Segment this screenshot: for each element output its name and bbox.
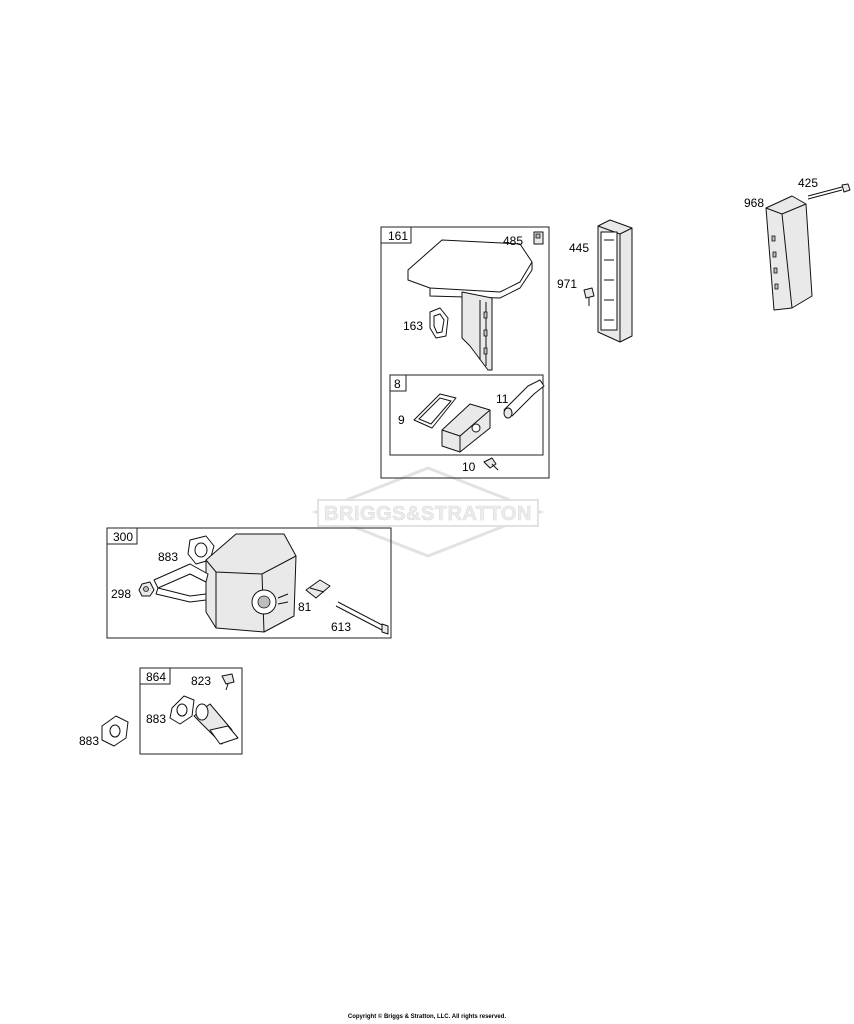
part-613-stud[interactable] bbox=[335, 601, 389, 635]
exhaust-manifold-part[interactable] bbox=[193, 703, 239, 745]
callout-163: 163 bbox=[403, 319, 423, 333]
group-864-frame bbox=[139, 667, 243, 755]
muffler-pipe-part[interactable] bbox=[153, 563, 209, 603]
part-81-spacer[interactable] bbox=[305, 579, 331, 599]
part-883-loose-gasket[interactable] bbox=[101, 715, 129, 747]
copyright-footer: Copyright © Briggs & Stratton, LLC. All … bbox=[347, 1014, 507, 1020]
part-823-screw[interactable] bbox=[221, 673, 235, 691]
group-8-frame bbox=[389, 374, 544, 456]
group-161-label: 161 bbox=[388, 229, 408, 243]
callout-81: 81 bbox=[298, 600, 312, 614]
group-300[interactable]: 300 883 298 81 bbox=[106, 527, 392, 639]
part-968-air-cleaner-cover[interactable] bbox=[765, 195, 813, 311]
callout-10: 10 bbox=[462, 460, 476, 474]
group-8-label: 8 bbox=[394, 377, 401, 391]
callout-445: 445 bbox=[569, 241, 589, 255]
group-300-frame bbox=[106, 527, 392, 639]
callout-485: 485 bbox=[503, 234, 523, 248]
callout-11: 11 bbox=[496, 392, 509, 406]
callout-425: 425 bbox=[798, 176, 818, 190]
group-161[interactable]: 161 485 163 bbox=[380, 226, 550, 479]
group-8-label-box bbox=[389, 374, 407, 392]
part-425-bolt[interactable] bbox=[807, 183, 851, 200]
group-864[interactable]: 864 823 883 bbox=[139, 667, 243, 755]
callout-883-muffler: 883 bbox=[158, 550, 178, 564]
callout-613: 613 bbox=[331, 620, 351, 634]
air-cleaner-base-part[interactable] bbox=[407, 239, 533, 371]
part-298-nut[interactable] bbox=[138, 581, 155, 597]
callout-9: 9 bbox=[398, 413, 405, 427]
part-445-air-filter[interactable] bbox=[597, 219, 633, 343]
callout-968: 968 bbox=[744, 196, 764, 210]
callout-823: 823 bbox=[191, 674, 211, 688]
group-161-label-box bbox=[380, 226, 412, 244]
part-883-manifold-gasket[interactable] bbox=[169, 695, 195, 725]
part-10-screw[interactable] bbox=[483, 457, 499, 471]
briggs-stratton-watermark: BRIGGS&STRATTON bbox=[311, 466, 545, 558]
group-8[interactable]: 8 9 11 10 bbox=[389, 374, 545, 474]
group-864-label: 864 bbox=[146, 670, 166, 684]
part-11-breather-tube[interactable] bbox=[503, 379, 545, 419]
callout-971: 971 bbox=[557, 277, 577, 291]
callout-298: 298 bbox=[111, 587, 131, 601]
part-9-breather-gasket[interactable] bbox=[413, 393, 457, 429]
group-300-label-box bbox=[106, 527, 138, 545]
part-163-gasket[interactable] bbox=[429, 307, 449, 339]
group-161-frame bbox=[380, 226, 550, 479]
muffler-part[interactable] bbox=[205, 533, 297, 633]
part-485-clip[interactable] bbox=[533, 231, 544, 245]
group-864-label-box bbox=[139, 667, 171, 685]
callout-883-loose: 883 bbox=[79, 734, 99, 748]
group-300-label: 300 bbox=[113, 530, 133, 544]
watermark-text: BRIGGS&STRATTON bbox=[324, 503, 532, 525]
breather-cover-part[interactable] bbox=[441, 403, 491, 453]
part-971-screw[interactable] bbox=[583, 287, 595, 306]
callout-883-manifold: 883 bbox=[146, 712, 166, 726]
